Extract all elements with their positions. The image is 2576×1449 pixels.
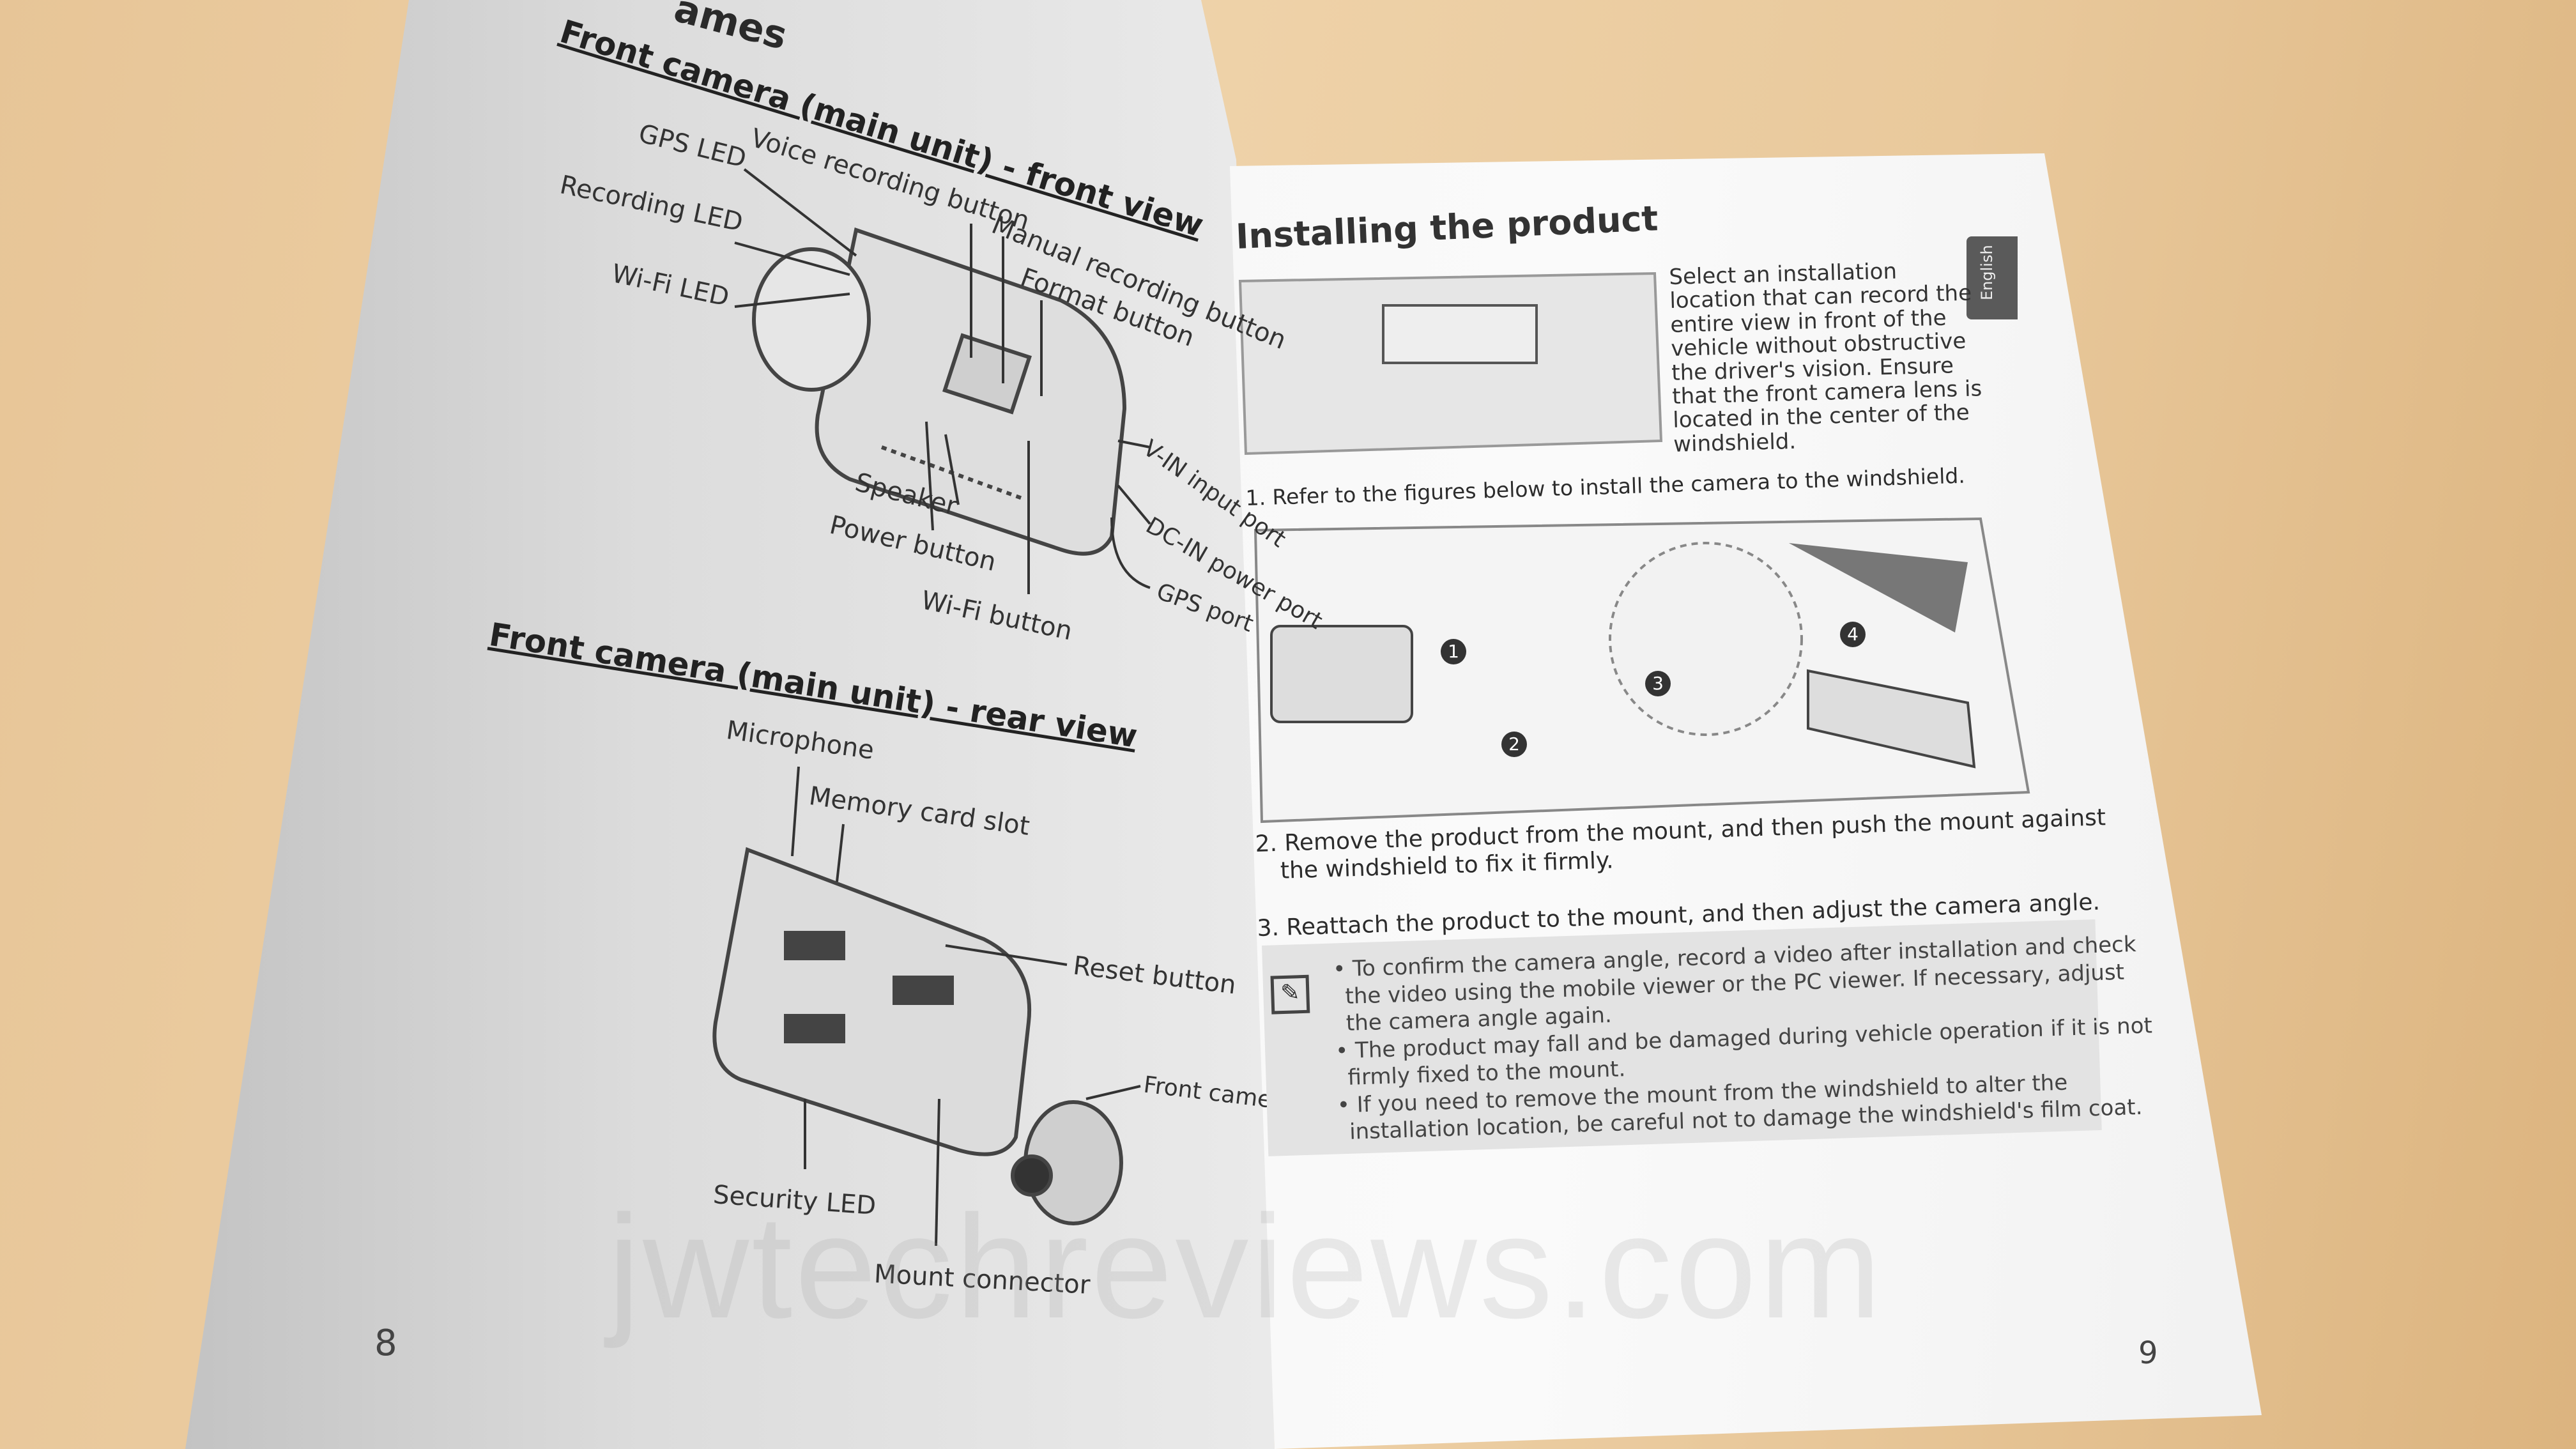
figure-marker-3: 3 — [1645, 671, 1671, 696]
note-box: ✎ • To confirm the camera angle, record … — [1262, 919, 2152, 1156]
language-tab: English — [1966, 236, 2018, 319]
windshield-figure — [1238, 272, 1663, 456]
language-tab-label: English — [1978, 245, 1996, 300]
page-number-left: 8 — [374, 1322, 397, 1364]
installation-figure — [1254, 517, 2030, 824]
page-number-right: 9 — [2138, 1335, 2158, 1371]
note-list: • To confirm the camera angle, record a … — [1333, 930, 2156, 1146]
intro-paragraph: Select an installation location that can… — [1669, 257, 1984, 457]
leader-lines — [734, 168, 1151, 1246]
figure-marker-1: 1 — [1441, 639, 1466, 664]
figure-marker-4: 4 — [1840, 622, 1866, 647]
rear-camera-drawing — [712, 847, 1123, 1225]
watermark: jwtechreviews.com — [608, 1184, 1884, 1349]
front-camera-drawing — [752, 227, 1127, 556]
pencil-note-icon: ✎ — [1270, 974, 1310, 1015]
figure-marker-2: 2 — [1501, 732, 1527, 757]
